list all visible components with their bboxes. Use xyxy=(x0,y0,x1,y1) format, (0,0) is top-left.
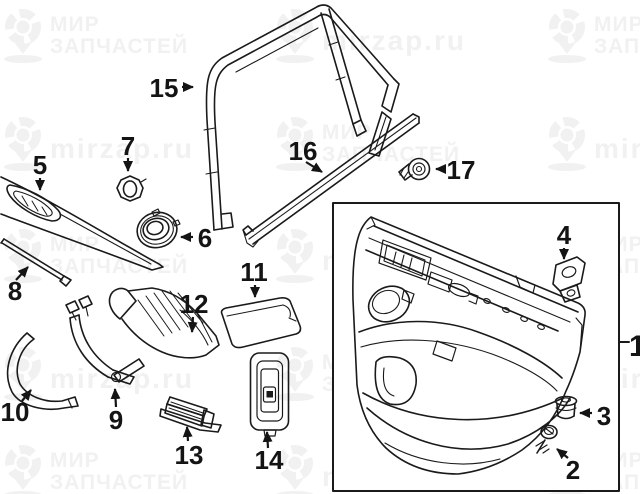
callout-6-number: 6 xyxy=(198,223,212,253)
callout-5-number: 5 xyxy=(33,150,47,180)
callout-1: 1 xyxy=(629,330,640,363)
watermark-tile: mirzap.ru xyxy=(4,352,194,402)
watermark-site-text: mirzap.ru xyxy=(50,133,194,164)
callout-16-number: 16 xyxy=(289,136,318,166)
brand-pin-icon xyxy=(548,122,586,172)
upper-trim-drawing xyxy=(0,176,164,271)
pull-handle-drawing xyxy=(65,295,145,385)
watermark-brand-text: МИР xyxy=(594,13,640,36)
callout-9: 9 xyxy=(109,388,123,435)
callout-6: 6 xyxy=(180,223,212,253)
watermark-site-text: mirzap.ru xyxy=(322,25,466,56)
callout-2: 2 xyxy=(556,448,580,485)
watermark-brand-text: ЗАПЧАСТЕЙ xyxy=(594,34,640,58)
door-panel-box xyxy=(332,202,630,492)
window-frame-drawing xyxy=(203,4,400,231)
callout-13: 13 xyxy=(175,426,204,470)
brand-pin-icon xyxy=(4,450,42,494)
door-panel-drawing xyxy=(352,216,586,475)
callout-11-number: 11 xyxy=(240,257,268,287)
watermark-brand-text: ЗАПЧАСТЕЙ xyxy=(50,470,188,494)
callout-17: 17 xyxy=(435,155,476,185)
callout-15-number: 15 xyxy=(150,73,179,103)
callout-14: 14 xyxy=(255,431,284,475)
callout-8-number: 8 xyxy=(8,276,22,306)
callout-7: 7 xyxy=(121,131,135,172)
callout-14-number: 14 xyxy=(255,445,284,475)
callout-2-number: 2 xyxy=(566,455,580,485)
callout-3: 3 xyxy=(579,401,611,431)
brand-pin-icon xyxy=(548,14,586,64)
callout-13-number: 13 xyxy=(175,440,204,470)
watermark-brand-text: ЗАПЧАСТЕЙ xyxy=(50,34,188,58)
brand-pin-icon xyxy=(4,14,42,64)
speaker-bezel-drawing xyxy=(136,208,181,249)
callout-16: 16 xyxy=(289,136,323,173)
brand-pin-icon xyxy=(276,234,314,284)
callout-15: 15 xyxy=(150,73,194,103)
armrest-drawing xyxy=(108,287,220,359)
watermark-brand-text: МИР xyxy=(322,121,372,144)
watermark-brand-text: МИР xyxy=(50,449,100,472)
watermark-tile: mirzap.ru xyxy=(548,122,640,172)
callout-17-number: 17 xyxy=(447,155,476,185)
callout-10-number: 10 xyxy=(1,397,30,427)
watermark-site-text: mirzap.ru xyxy=(50,363,194,394)
watermark-site-text: mirzap.ru xyxy=(594,133,640,164)
callout-4: 4 xyxy=(557,220,572,260)
callout-5: 5 xyxy=(33,150,47,191)
clip-2-drawing xyxy=(535,424,558,454)
callout-3-number: 3 xyxy=(597,401,611,431)
grommet-4-drawing xyxy=(552,256,586,303)
watermark-brand-text: МИР xyxy=(50,13,100,36)
callout-10: 10 xyxy=(1,389,32,427)
callout-8: 8 xyxy=(8,266,29,306)
callout-12-number: 12 xyxy=(180,289,209,319)
switch-bezel-drawing xyxy=(249,352,290,437)
callout-4-number: 4 xyxy=(557,220,572,250)
curved-trim-drawing xyxy=(6,332,79,410)
callout-1-number: 1 xyxy=(629,330,640,363)
watermark-brand-text: МИР xyxy=(50,233,100,256)
weatherstrip-drawing xyxy=(0,238,72,287)
brand-pin-icon xyxy=(276,352,314,402)
callout-layer: 1 2 3 4 5 6 7 8 xyxy=(1,73,640,485)
belt-molding-drawing xyxy=(242,113,420,248)
callout-7-number: 7 xyxy=(121,131,135,161)
armrest-pad-drawing xyxy=(220,297,302,349)
callout-9-number: 9 xyxy=(109,405,123,435)
watermark-tile: mirzap.ru xyxy=(4,122,194,172)
callout-11: 11 xyxy=(240,257,268,298)
grommet-3-drawing xyxy=(554,395,578,420)
grommet-7-drawing xyxy=(116,175,147,202)
courtesy-lamp-drawing xyxy=(159,396,222,433)
callout-12: 12 xyxy=(180,289,209,333)
watermark-brand-text: ЗАПЧАСТЕЙ xyxy=(322,142,460,166)
watermark-tile: mirzap.ru xyxy=(276,14,466,64)
clip-17-drawing xyxy=(398,157,431,181)
